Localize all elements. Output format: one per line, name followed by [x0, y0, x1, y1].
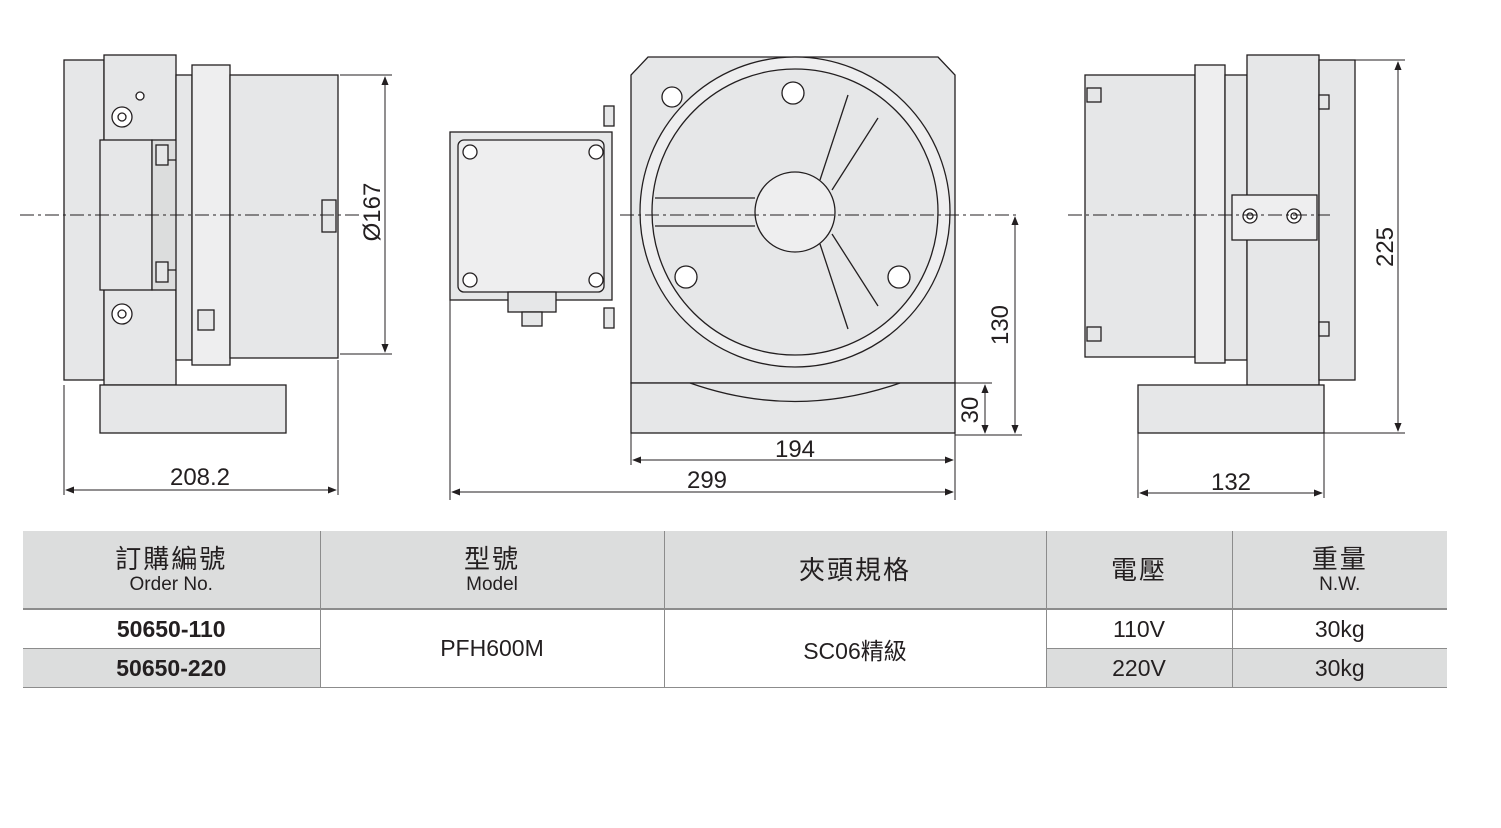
header-model: 型號 Model	[319, 531, 664, 610]
order-no-cell: 50650-110	[23, 609, 320, 649]
dim-front-width: 299	[687, 467, 727, 494]
header-row: 訂購編號 Order No. 型號 Model 夾頭規格 電壓 重量 N.W.	[23, 531, 1447, 610]
dim-base-height: 30	[957, 397, 984, 424]
order-no-cell: 50650-220	[23, 648, 320, 688]
front-view	[449, 56, 956, 434]
header-order-no: 訂購編號 Order No.	[23, 531, 320, 610]
dim-left-width: 208.2	[170, 464, 230, 491]
header-voltage: 電壓	[1045, 531, 1232, 610]
dim-center-height: 130	[987, 305, 1014, 345]
right-dimensions	[1137, 59, 1405, 498]
right-side-view	[1084, 54, 1356, 434]
header-weight: 重量 N.W.	[1231, 531, 1447, 610]
weight-cell: 30kg	[1231, 648, 1447, 688]
table-row: 50650-220 220V 30kg	[23, 648, 1447, 688]
chuck-cell: SC06精級	[663, 609, 1046, 688]
dim-total-height: 225	[1372, 227, 1399, 267]
voltage-cell: 220V	[1045, 648, 1232, 688]
weight-cell: 30kg	[1231, 609, 1447, 649]
technical-drawing: 208.2 Ø167	[20, 54, 1405, 500]
dim-diameter: Ø167	[359, 183, 386, 242]
table-row: 50650-110 PFH600M SC06精級 110V 30kg	[23, 609, 1447, 688]
dim-base-width: 194	[775, 436, 815, 463]
spec-table: 訂購編號 Order No. 型號 Model 夾頭規格 電壓 重量 N.W. …	[23, 531, 1447, 688]
voltage-cell: 110V	[1045, 609, 1232, 649]
model-cell: PFH600M	[319, 609, 664, 688]
left-side-view	[63, 54, 339, 434]
front-dimensions	[449, 216, 1022, 500]
header-chuck-spec: 夾頭規格	[663, 531, 1046, 610]
left-dimensions	[63, 74, 392, 495]
dim-right-width: 132	[1211, 469, 1251, 496]
